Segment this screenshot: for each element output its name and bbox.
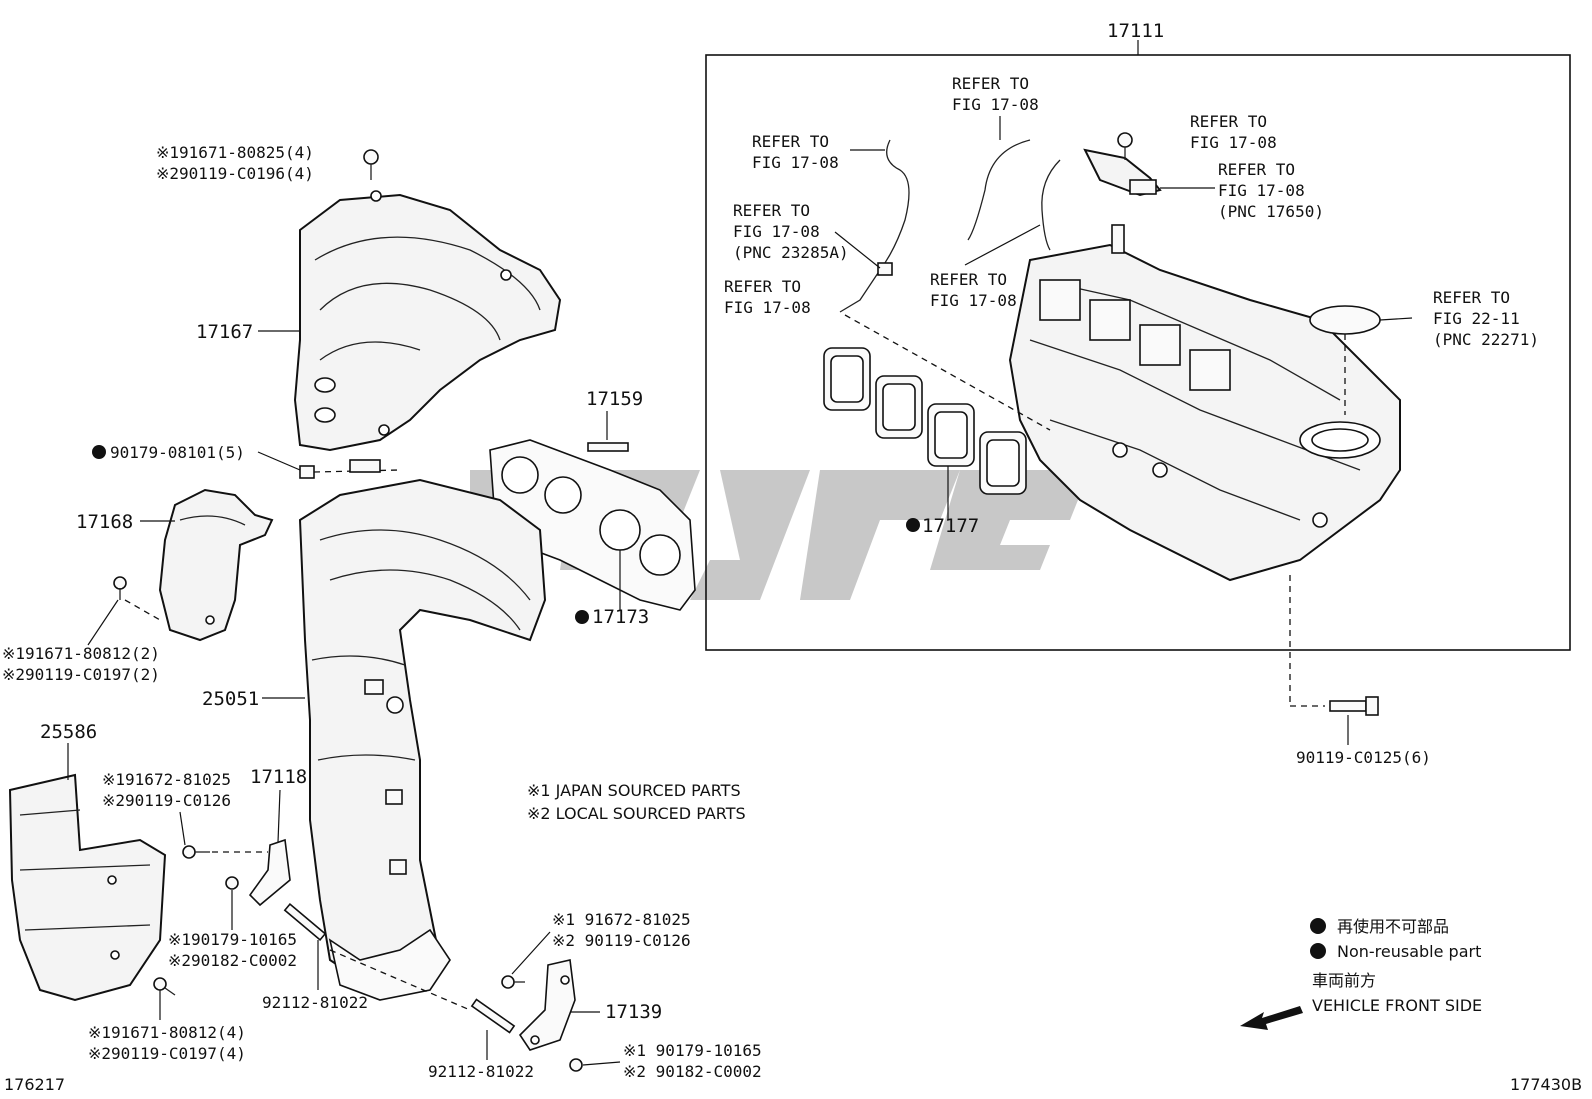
label-90179-10165-a: ※190179-10165 — [168, 930, 297, 949]
label-90119-c0197-a: ※290119-C0197(2) — [2, 665, 160, 684]
front-arrow-icon — [1240, 1006, 1303, 1030]
bolt-icon — [113, 576, 127, 600]
label-17111: 17111 — [1107, 20, 1164, 42]
refer-callout-4: REFER TO FIG 17-08 — [724, 277, 811, 317]
bolt-icon — [182, 845, 210, 859]
label-25586: 25586 — [40, 721, 97, 743]
svg-text:(PNC 17650): (PNC 17650) — [1218, 202, 1324, 221]
stud-a — [283, 903, 327, 941]
svg-text:REFER TO: REFER TO — [733, 201, 810, 220]
refer-callout-2: REFER TO FIG 17-08 — [752, 132, 885, 172]
figure-code-left: 176217 — [4, 1075, 65, 1094]
svg-text:REFER TO: REFER TO — [1218, 160, 1295, 179]
svg-text:REFER TO: REFER TO — [1433, 288, 1510, 307]
label-92112-81022-b: 92112-81022 — [428, 1062, 534, 1081]
heat-insulator-17168 — [158, 488, 274, 642]
legend-front-en: VEHICLE FRONT SIDE — [1312, 996, 1482, 1015]
note-local-sourced: ※2 LOCAL SOURCED PARTS — [527, 804, 746, 823]
svg-text:REFER TO: REFER TO — [752, 132, 829, 151]
bolt-icon — [153, 977, 176, 996]
exhaust-heat-insulator-17167 — [293, 190, 562, 452]
legend: 再使用不可部品 Non-reusable part 車両前方 VEHICLE F… — [1240, 917, 1482, 1030]
nonreusable-dot-17173 — [575, 610, 589, 624]
label-17167: 17167 — [196, 321, 253, 343]
label-91672-81025-b: ※1 91672-81025 — [552, 910, 691, 929]
note-japan-sourced: ※1 JAPAN SOURCED PARTS — [527, 781, 741, 800]
exhaust-gasket-17173 — [489, 439, 696, 611]
nonreusable-dot-08101 — [92, 445, 106, 459]
legend-front-jp: 車両前方 — [1312, 971, 1376, 990]
refer-callout-7: REFER TO FIG 17-08 (PNC 17650) — [1160, 160, 1324, 221]
label-91671-80812-b: ※191671-80812(4) — [88, 1023, 246, 1042]
label-17118: 17118 — [250, 766, 307, 788]
nut-icon — [299, 465, 315, 479]
intake-manifold — [1008, 224, 1401, 582]
label-17159: 17159 — [586, 388, 643, 410]
svg-text:FIG 17-08: FIG 17-08 — [930, 291, 1017, 310]
label-25051: 25051 — [202, 688, 259, 710]
legend-dot-icon — [1310, 918, 1326, 934]
svg-text:FIG 17-08: FIG 17-08 — [724, 298, 811, 317]
refer-callout-3: REFER TO FIG 17-08 (PNC 23285A) — [733, 201, 881, 269]
svg-text:FIG 17-08: FIG 17-08 — [733, 222, 820, 241]
label-90179-08101: 90179-08101(5) — [110, 443, 245, 462]
label-91672-81025-a: ※191672-81025 — [102, 770, 231, 789]
svg-text:(PNC 23285A): (PNC 23285A) — [733, 243, 849, 262]
throttle-gasket — [1309, 305, 1381, 335]
svg-text:FIG 17-08: FIG 17-08 — [1190, 133, 1277, 152]
label-17168: 17168 — [76, 511, 133, 533]
label-90182-c0002-a: ※290182-C0002 — [168, 951, 297, 970]
label-91671-80812-a: ※191671-80812(2) — [2, 644, 160, 663]
bracket-17139 — [518, 959, 576, 1051]
legend-dot-icon — [1310, 943, 1326, 959]
svg-text:FIG 17-08: FIG 17-08 — [1218, 181, 1305, 200]
label-17177: 17177 — [922, 515, 979, 537]
refer-callout-8: REFER TO FIG 22-11 (PNC 22271) — [1433, 288, 1539, 349]
svg-text:(PNC 22271): (PNC 22271) — [1433, 330, 1539, 349]
label-90119-c0196: ※290119-C0196(4) — [156, 164, 314, 183]
intake-gaskets-17177 — [823, 347, 1027, 495]
svg-text:FIG 17-08: FIG 17-08 — [752, 153, 839, 172]
legend-nonreusable-jp: 再使用不可部品 — [1337, 917, 1449, 936]
exhaust-manifold-25051 — [298, 459, 547, 1001]
label-91671-80825: ※191671-80825(4) — [156, 143, 314, 162]
bolt-icon — [363, 149, 379, 180]
label-90119-c0126-b: ※2 90119-C0126 — [552, 931, 691, 950]
figure-code-right: 177430B — [1510, 1075, 1582, 1094]
stud-b — [470, 998, 516, 1034]
svg-text:REFER TO: REFER TO — [952, 74, 1029, 93]
svg-text:REFER TO: REFER TO — [724, 277, 801, 296]
hoses — [839, 139, 1061, 313]
nut-icon — [569, 1058, 583, 1072]
sensor-bracket — [1083, 148, 1162, 197]
label-90179-10165-b: ※1 90179-10165 — [623, 1041, 762, 1060]
svg-text:FIG 17-08: FIG 17-08 — [952, 95, 1039, 114]
nut-icon — [225, 876, 239, 890]
nonreusable-dot-17177 — [906, 518, 920, 532]
stud-17159 — [587, 442, 629, 452]
label-17139: 17139 — [605, 1001, 662, 1023]
label-90182-c0002-b: ※2 90182-C0002 — [623, 1062, 762, 1081]
refer-callout-1: REFER TO FIG 17-08 — [952, 74, 1039, 140]
label-92112-81022-a: 92112-81022 — [262, 993, 368, 1012]
label-90119-c0125: 90119-C0125(6) — [1296, 748, 1431, 767]
refer-callout-6: REFER TO FIG 17-08 — [1190, 112, 1277, 152]
bolt-icon — [501, 975, 525, 989]
svg-text:REFER TO: REFER TO — [930, 270, 1007, 289]
label-90119-c0197-b: ※290119-C0197(4) — [88, 1044, 246, 1063]
bolt-icon — [1117, 132, 1133, 160]
legend-nonreusable-en: Non-reusable part — [1337, 942, 1481, 961]
refer-callout-5: REFER TO FIG 17-08 — [930, 224, 1041, 310]
label-17173: 17173 — [592, 606, 649, 628]
bolt-icon — [1329, 696, 1379, 716]
svg-text:FIG 22-11: FIG 22-11 — [1433, 309, 1520, 328]
bracket-17118 — [248, 838, 291, 907]
label-90119-c0126-a: ※290119-C0126 — [102, 791, 231, 810]
insulator-25586 — [8, 773, 167, 1002]
svg-text:REFER TO: REFER TO — [1190, 112, 1267, 131]
